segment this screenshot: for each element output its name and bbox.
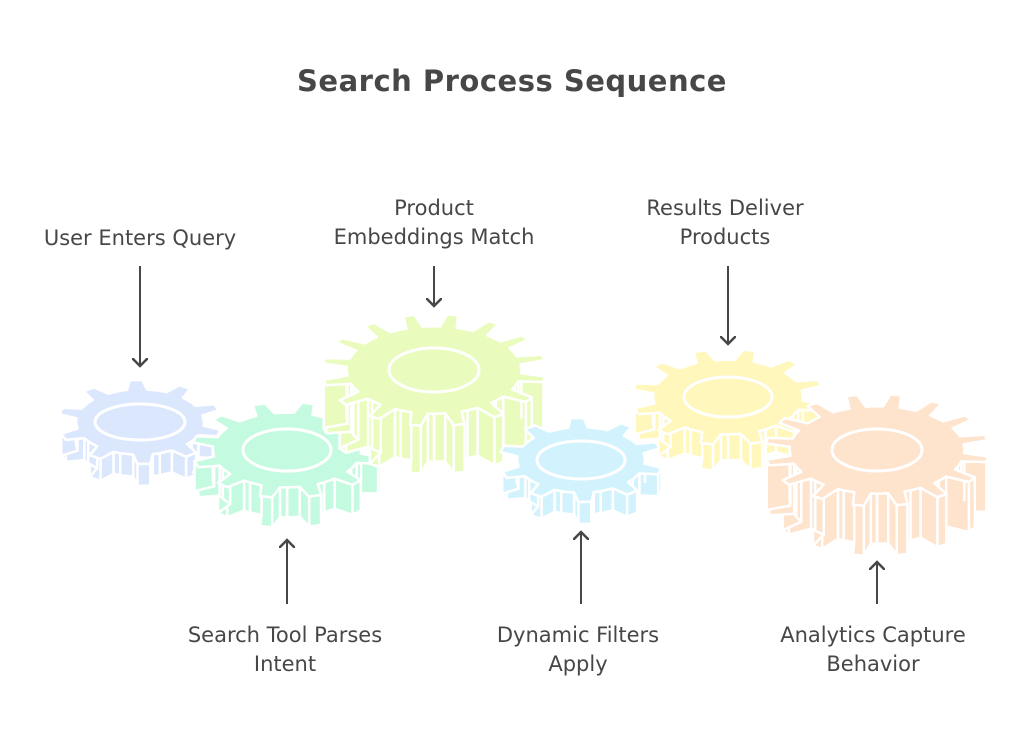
gear-side-face	[432, 412, 447, 463]
gear-side-face	[875, 492, 890, 545]
label-line: Embeddings Match	[333, 225, 535, 249]
gear-side-face	[638, 472, 660, 498]
gear-hole	[682, 375, 774, 419]
gear-side-face	[248, 481, 263, 517]
label-line: Intent	[253, 652, 317, 676]
gear-side-face	[322, 477, 336, 514]
gear-side-face	[118, 451, 135, 478]
gear-product-embeddings-match	[321, 313, 547, 475]
gear-side-face	[599, 487, 615, 515]
gear-side-face	[749, 440, 764, 471]
gear-side-face	[466, 406, 479, 460]
gear-user-enters-query	[57, 378, 223, 488]
gear-side-face	[493, 412, 505, 467]
gear-side-face	[577, 500, 593, 526]
gear-side-face	[726, 432, 743, 462]
gear-side-face	[559, 489, 576, 516]
gear-side-face	[136, 462, 152, 488]
label-product-embeddings-match: Product Embeddings Match	[334, 194, 535, 252]
gear-side-face	[895, 502, 909, 557]
gear-side-face	[285, 485, 301, 519]
label-line: Product	[394, 196, 474, 220]
gear-hole	[93, 402, 187, 442]
gear-hole	[830, 427, 924, 473]
gear-hole	[535, 439, 627, 481]
label-results-deliver-products: Results Deliver Products	[646, 194, 803, 252]
gear-side-face	[909, 486, 922, 542]
diagram-title: Search Process Sequence	[297, 64, 727, 98]
gear-analytics-capture-behavior	[764, 393, 990, 557]
label-user-enters-query: User Enters Query	[44, 224, 236, 253]
label-line: Dynamic Filters	[496, 623, 660, 647]
gear-side-face	[307, 493, 323, 528]
gear-side-face	[158, 449, 174, 477]
gear-hole	[387, 346, 481, 394]
label-search-tool-parses-intent: Search Tool Parses Intent	[188, 621, 382, 679]
label-line: Analytics Capture	[780, 623, 966, 647]
label-analytics-capture-behavior: Analytics Capture Behavior	[780, 621, 966, 679]
gear-hole	[241, 427, 333, 473]
label-line: Behavior	[826, 652, 920, 676]
gear-side-face	[936, 492, 948, 549]
label-line: Products	[679, 225, 771, 249]
label-line: Apply	[548, 652, 608, 676]
gear-dynamic-filters-apply	[498, 416, 664, 526]
label-line: User Enters Query	[43, 226, 237, 250]
label-dynamic-filters-apply: Dynamic Filters Apply	[497, 621, 659, 679]
gear-side-face	[452, 422, 466, 475]
gear-search-tool-parses-intent	[191, 401, 383, 529]
label-line: Search Tool Parses	[187, 623, 383, 647]
label-line: Results Deliver	[646, 196, 804, 220]
